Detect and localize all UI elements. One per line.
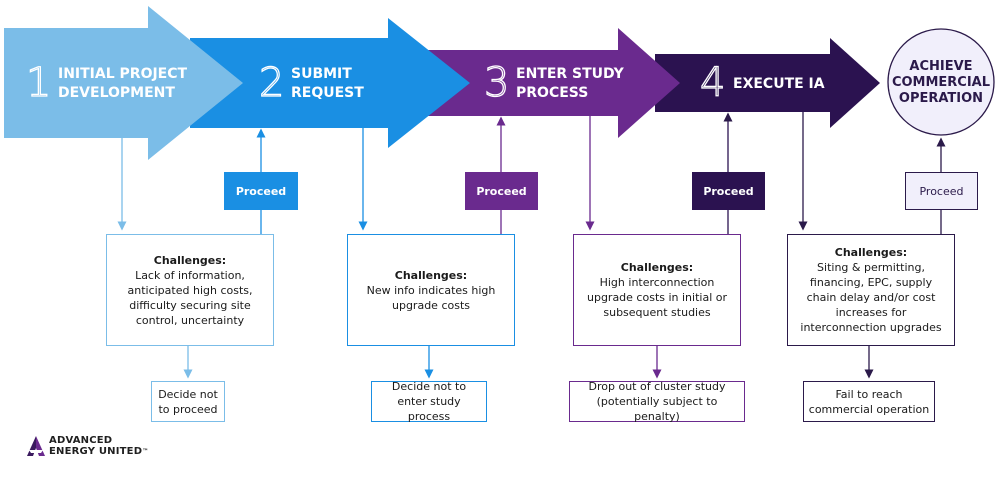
challenge-title-2: Challenges: [394, 268, 468, 282]
stage-2-label-line1: SUBMIT [291, 66, 352, 82]
stage-1-arrow [4, 6, 243, 160]
stage-3-label-line2: PROCESS [516, 85, 588, 101]
logo-line2-wrap: ENERGY UNITED™ [49, 446, 148, 457]
outcome-box-2: Decide not to enter study process [371, 380, 487, 423]
proceed-label-4: Proceed [905, 172, 978, 210]
challenge-title-3: Challenges: [620, 261, 694, 274]
challenge-text-4: Siting & permitting, financing, EPC, sup… [800, 261, 942, 334]
stage-2-arrow [190, 18, 470, 148]
stage-2-label-line2: REQUEST [291, 85, 364, 101]
stage-4-arrow [655, 38, 880, 128]
challenge-box-1: Challenges: Lack of information, anticip… [106, 234, 274, 346]
stage-2-number: 2 [259, 60, 284, 106]
challenge-title-4: Challenges: [834, 246, 908, 259]
outcome-box-1: Decide not to proceed [151, 381, 225, 422]
stage-3-label-line1: ENTER STUDY [516, 66, 625, 82]
proceed-label-2: Proceed [465, 172, 538, 210]
logo-tm: ™ [142, 448, 149, 455]
goal-line2: COMMERCIAL [892, 75, 990, 90]
stage-4-number: 4 [700, 60, 725, 106]
outcome-box-4: Fail to reach commercial operation [803, 381, 935, 422]
proceed-label-3: Proceed [692, 172, 765, 210]
challenge-title-1: Challenges: [153, 253, 227, 267]
goal-circle [887, 28, 995, 136]
stage-4-label-line1: EXECUTE IA [733, 76, 825, 92]
stage-1-label-line1: INITIAL PROJECT [58, 66, 188, 82]
challenge-text-2: New info indicates high upgrade costs [366, 283, 496, 312]
proceed-label-1: Proceed [224, 172, 298, 210]
challenge-text-3: High interconnection upgrade costs in in… [586, 276, 728, 319]
challenge-text-1: Lack of information, anticipated high co… [127, 268, 253, 327]
challenge-box-2: Challenges: New info indicates high upgr… [347, 234, 515, 346]
logo-mark-icon [27, 436, 45, 456]
stage-3-arrow [425, 28, 680, 138]
goal-line3: OPERATION [899, 91, 983, 106]
logo-line1: ADVANCED [49, 435, 113, 446]
advanced-energy-united-logo: ADVANCED ENERGY UNITED™ [27, 435, 148, 457]
stage-3-number: 3 [484, 60, 509, 106]
goal-line1: ACHIEVE [909, 59, 972, 74]
logo-wordmark: ADVANCED ENERGY UNITED™ [49, 435, 148, 457]
stage-1-number: 1 [26, 60, 51, 106]
challenge-box-3: Challenges: High interconnection upgrade… [573, 234, 741, 346]
stage-1-label-line2: DEVELOPMENT [58, 85, 175, 101]
logo-line2: ENERGY UNITED [49, 446, 143, 457]
outcome-box-3: Drop out of cluster study (potentially s… [569, 380, 745, 423]
challenge-box-4: Challenges: Siting & permitting, financi… [787, 234, 955, 346]
